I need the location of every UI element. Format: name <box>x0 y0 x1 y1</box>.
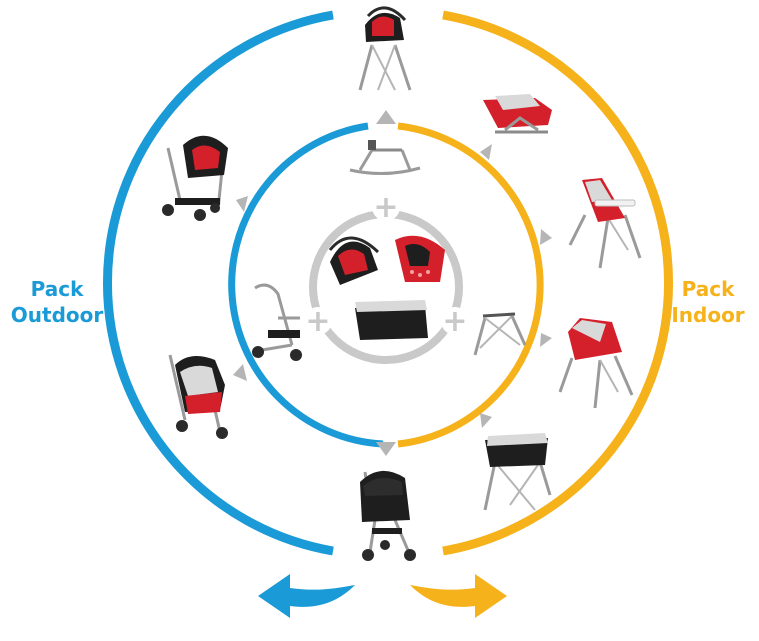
foldable-stand <box>473 312 527 356</box>
curved-arrow-icon <box>410 574 507 618</box>
stroller-with-reversible-seat <box>168 354 228 439</box>
bouncer-seat <box>395 235 445 282</box>
bouncer-on-rocker <box>483 94 552 134</box>
stroller-chassis <box>252 283 302 361</box>
outer-ring-indoor <box>442 10 674 556</box>
car-seat-on-stand <box>358 6 412 91</box>
car-seat <box>328 236 380 285</box>
triangle-icon <box>233 110 552 456</box>
middle-ring-indoor <box>397 122 544 448</box>
outer-ring-outdoor <box>102 10 334 556</box>
bassinet-on-stand <box>483 433 552 511</box>
svg-text:+: + <box>373 190 398 225</box>
svg-text:+: + <box>305 304 330 339</box>
pack-indoor-label: Pack Indoor <box>660 276 756 328</box>
pack-outdoor-word2: Outdoor <box>10 303 104 327</box>
pack-outdoor-label: Pack Outdoor <box>2 276 112 328</box>
svg-text:+: + <box>442 304 467 339</box>
rocker-base <box>349 140 421 176</box>
pack-indoor-word1: Pack <box>681 277 735 301</box>
curved-arrow-icon <box>258 574 355 618</box>
middle-ring-outdoor <box>228 122 384 448</box>
core-plus-right: + <box>441 304 469 339</box>
core-plus-left: + <box>304 304 332 339</box>
stroller-with-carrycot <box>360 470 416 561</box>
core-plus-top: + <box>372 190 400 225</box>
stroller-with-car-seat <box>162 135 228 221</box>
recliner-chair-red <box>558 318 634 409</box>
carrycot <box>355 300 428 340</box>
pack-outdoor-word1: Pack <box>30 277 84 301</box>
high-chair-red <box>568 178 642 269</box>
pack-indoor-word2: Indoor <box>671 303 745 327</box>
